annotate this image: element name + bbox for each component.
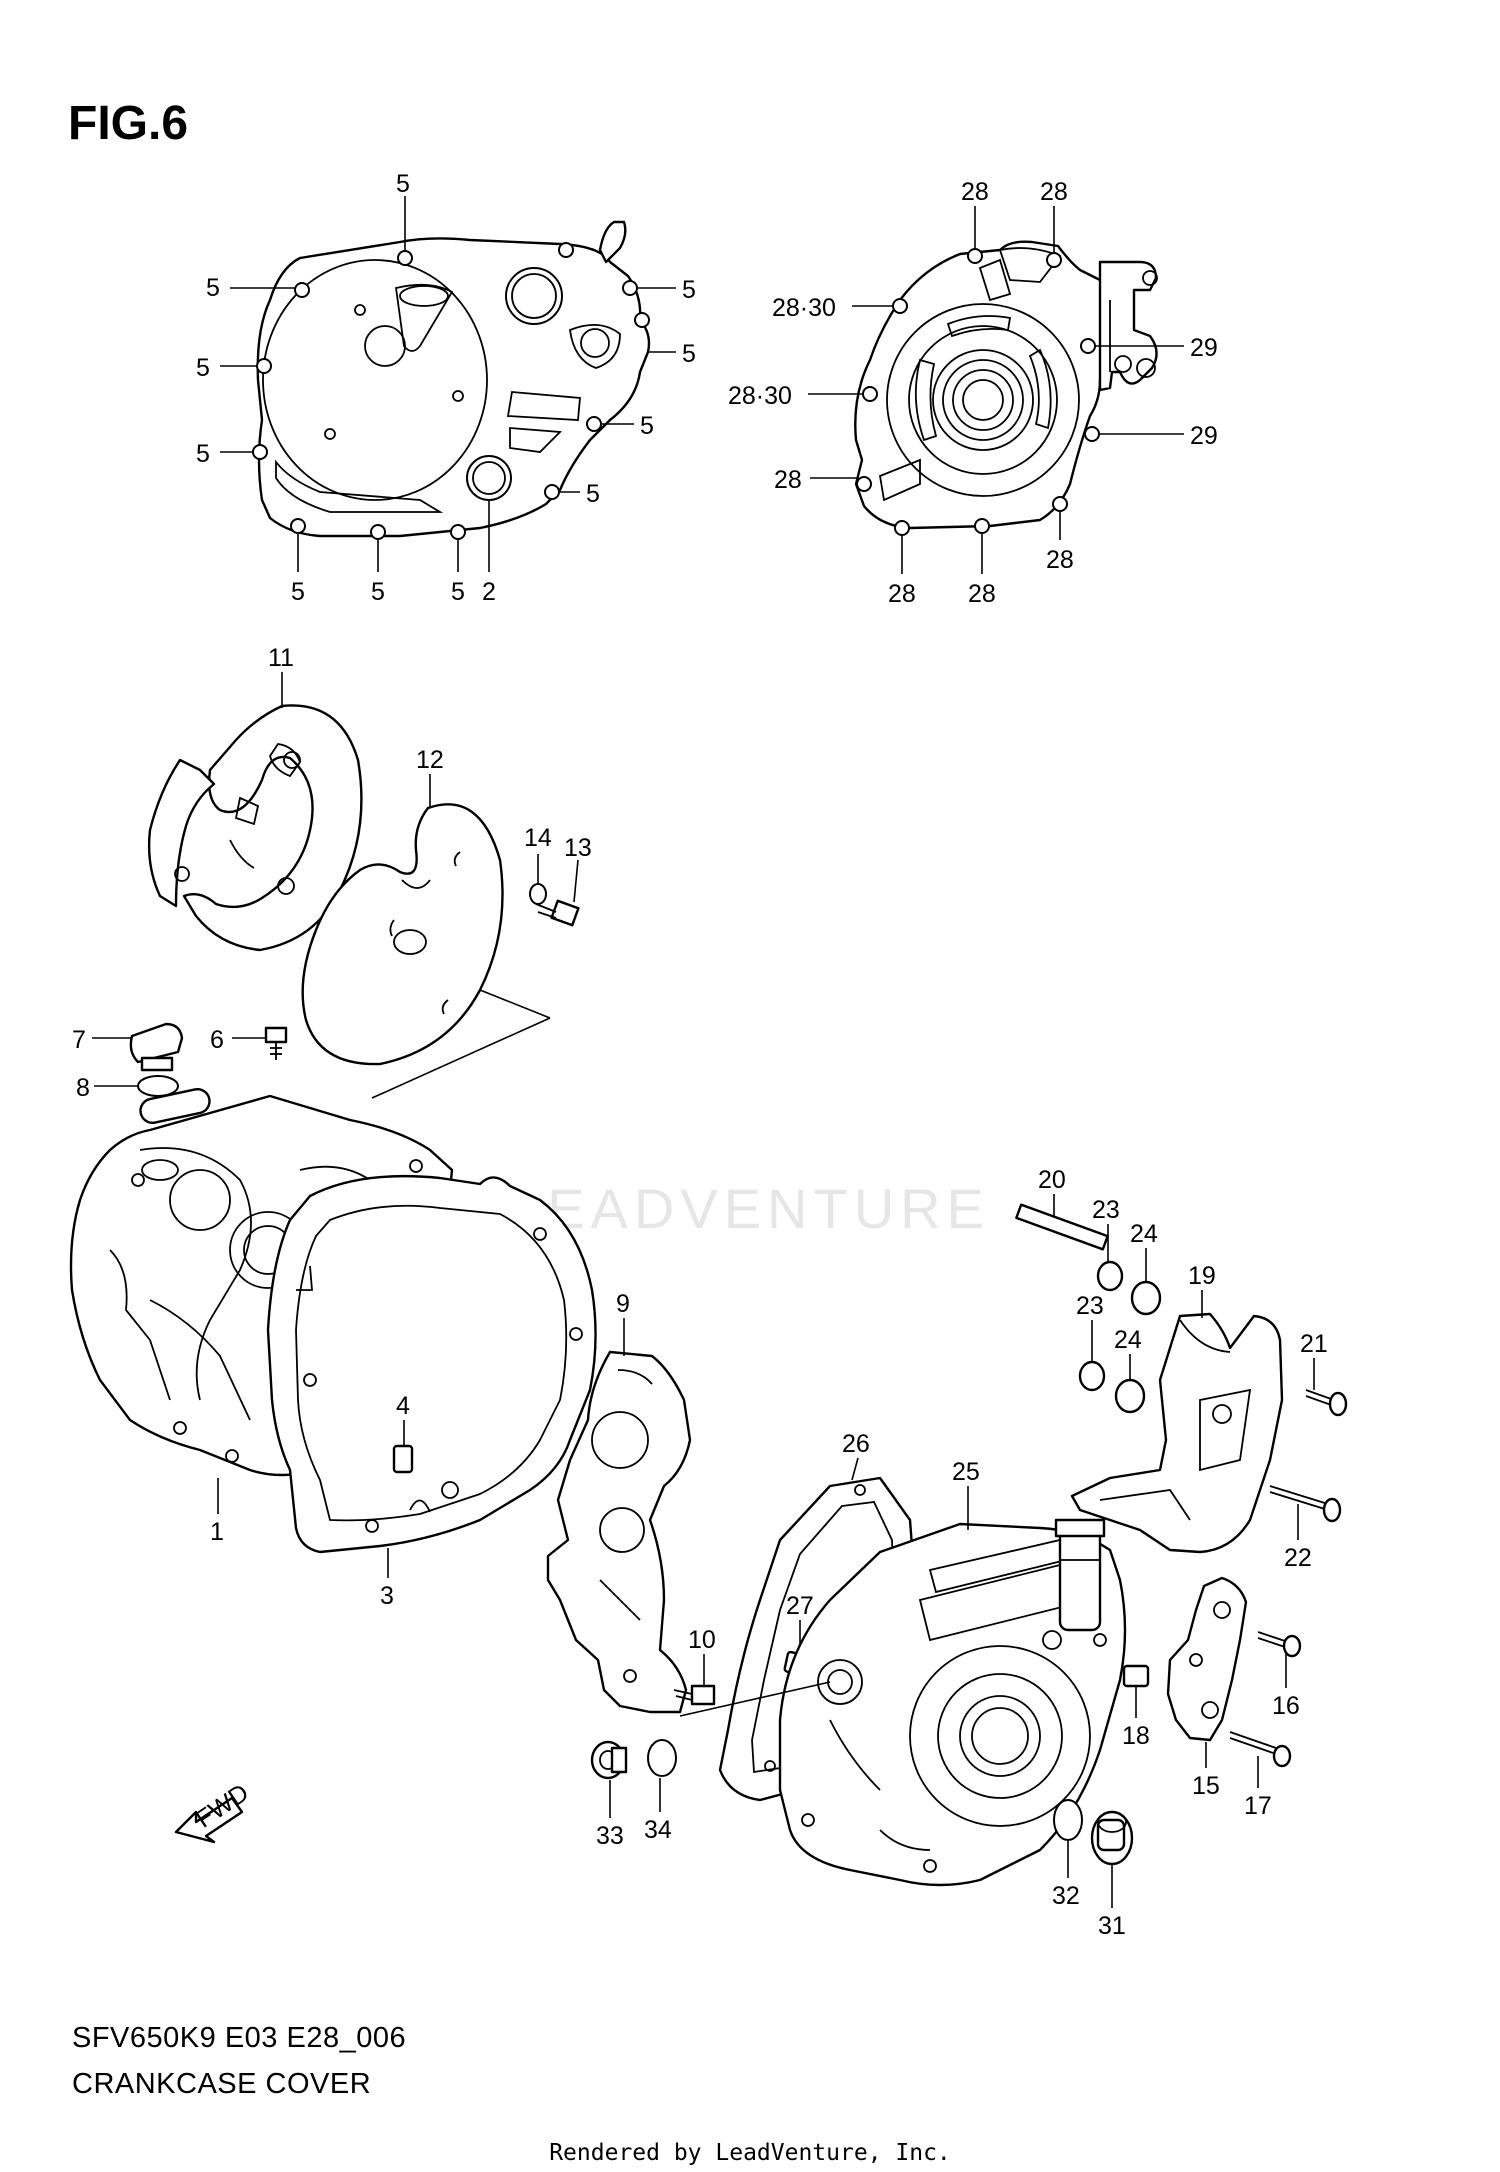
part-20-stud bbox=[1015, 1203, 1109, 1251]
part-13-bolt bbox=[535, 899, 580, 927]
generator-cover-leaders bbox=[808, 206, 1184, 574]
render-credit: Rendered by LeadVenture, Inc. bbox=[549, 2140, 951, 2166]
part-33-plug bbox=[590, 1740, 628, 1780]
callout-labels: 5 5 5 5 5 5 5 2 5 5 5 5 28 28 28·30 28·3… bbox=[72, 170, 1328, 1940]
callout-24-b: 24 bbox=[1114, 1326, 1142, 1354]
callout-13: 13 bbox=[564, 834, 592, 862]
callout-5-g: 5 bbox=[451, 578, 465, 606]
clutch-cover-leaders bbox=[220, 196, 676, 572]
callout-8: 8 bbox=[76, 1074, 90, 1102]
part-21-bolt bbox=[1305, 1389, 1348, 1417]
callout-28-f: 28 bbox=[1046, 546, 1074, 574]
callout-28-c: 28 bbox=[774, 466, 802, 494]
callout-5-h: 5 bbox=[586, 480, 600, 508]
callout-14: 14 bbox=[524, 824, 552, 852]
plate-mount-line-2 bbox=[371, 1017, 551, 1099]
callout-5-f: 5 bbox=[371, 578, 385, 606]
callout-28-d: 28 bbox=[888, 580, 916, 608]
callout-6: 6 bbox=[210, 1026, 224, 1054]
callout-19: 19 bbox=[1188, 1262, 1216, 1290]
part-19-guard bbox=[1070, 1312, 1284, 1554]
watermark-text: LEADVENTURE bbox=[510, 1177, 990, 1240]
callout-28-30-a: 28·30 bbox=[772, 294, 836, 322]
callout-5-d: 5 bbox=[196, 440, 210, 468]
clutch-cover-top-view bbox=[252, 220, 651, 540]
part-14-washer bbox=[529, 883, 547, 905]
part-34-o-ring bbox=[647, 1739, 677, 1777]
part-8-o-ring bbox=[137, 1075, 179, 1097]
callout-4: 4 bbox=[396, 1392, 410, 1420]
part-24-spacer-upper bbox=[1130, 1280, 1162, 1316]
callout-5-e: 5 bbox=[291, 578, 305, 606]
part-7-oil-filler-cap bbox=[129, 1022, 184, 1072]
callout-20: 20 bbox=[1038, 1166, 1066, 1194]
callout-28-b: 28 bbox=[1040, 178, 1068, 206]
callout-32: 32 bbox=[1052, 1882, 1080, 1910]
part-17-bolt bbox=[1229, 1731, 1292, 1768]
callout-5-j: 5 bbox=[682, 340, 696, 368]
callout-5-k: 5 bbox=[682, 276, 696, 304]
callout-15: 15 bbox=[1192, 1772, 1220, 1800]
leader-26 bbox=[851, 1457, 859, 1481]
part-24-spacer-lower bbox=[1114, 1378, 1146, 1414]
callout-23-a: 23 bbox=[1092, 1196, 1120, 1224]
part-3-gasket bbox=[266, 1174, 597, 1554]
callout-11: 11 bbox=[268, 644, 294, 672]
part-23-grommet-upper bbox=[1096, 1260, 1124, 1292]
callout-5-i: 5 bbox=[640, 412, 654, 440]
model-code: SFV650K9 E03 E28_006 bbox=[72, 2022, 407, 2054]
callout-33: 33 bbox=[596, 1822, 624, 1850]
callout-16: 16 bbox=[1272, 1692, 1300, 1720]
callout-25: 25 bbox=[952, 1458, 980, 1486]
leader-13 bbox=[573, 859, 579, 903]
part-6-bolt bbox=[264, 1026, 288, 1060]
part-25-generator-cover bbox=[778, 1518, 1127, 1887]
callout-5-c: 5 bbox=[196, 354, 210, 382]
callout-22: 22 bbox=[1284, 1544, 1312, 1572]
part-9-inner-cover bbox=[546, 1350, 692, 1714]
part-31-plug bbox=[1090, 1810, 1134, 1866]
callout-2: 2 bbox=[482, 578, 496, 606]
part-22-bolt bbox=[1269, 1485, 1342, 1523]
callout-10: 10 bbox=[688, 1626, 716, 1654]
part-12-plate bbox=[301, 803, 504, 1066]
callout-28-30-b: 28·30 bbox=[728, 382, 792, 410]
part-32-o-ring bbox=[1053, 1799, 1083, 1841]
part-23-grommet-lower bbox=[1078, 1360, 1106, 1392]
assembly-name: CRANKCASE COVER bbox=[72, 2068, 372, 2100]
callout-29-b: 29 bbox=[1190, 422, 1218, 450]
callout-9: 9 bbox=[616, 1290, 630, 1318]
callout-29-a: 29 bbox=[1190, 334, 1218, 362]
plate-mount-line bbox=[479, 989, 551, 1019]
callout-24-a: 24 bbox=[1130, 1220, 1158, 1248]
part-15-bracket bbox=[1166, 1576, 1248, 1742]
callout-17: 17 bbox=[1244, 1792, 1272, 1820]
callout-12: 12 bbox=[416, 746, 444, 774]
callout-23-b: 23 bbox=[1076, 1292, 1104, 1320]
fwd-arrow-icon: FWD bbox=[174, 1779, 254, 1844]
callout-18: 18 bbox=[1122, 1722, 1150, 1750]
callout-5-a: 5 bbox=[396, 170, 410, 198]
callout-1: 1 bbox=[210, 1518, 224, 1546]
part-18-dowel bbox=[1122, 1664, 1150, 1688]
cover-mount-line bbox=[679, 1681, 831, 1717]
callout-7: 7 bbox=[72, 1026, 86, 1054]
callout-28-e: 28 bbox=[968, 580, 996, 608]
part-10-bolt bbox=[673, 1684, 716, 1706]
callout-31: 31 bbox=[1098, 1912, 1126, 1940]
part-4-dowel-pin bbox=[392, 1444, 414, 1474]
callout-3: 3 bbox=[380, 1582, 394, 1610]
callout-27: 27 bbox=[786, 1592, 814, 1620]
callout-26: 26 bbox=[842, 1430, 870, 1458]
callout-21: 21 bbox=[1300, 1330, 1328, 1358]
callout-5-b: 5 bbox=[206, 274, 220, 302]
generator-cover-top-view bbox=[854, 240, 1158, 536]
callout-28-a: 28 bbox=[961, 178, 989, 206]
part-16-bolt bbox=[1257, 1631, 1302, 1658]
part-11-outer-cover bbox=[147, 704, 363, 952]
figure-title: FIG.6 bbox=[68, 97, 189, 150]
callout-34: 34 bbox=[644, 1816, 672, 1844]
